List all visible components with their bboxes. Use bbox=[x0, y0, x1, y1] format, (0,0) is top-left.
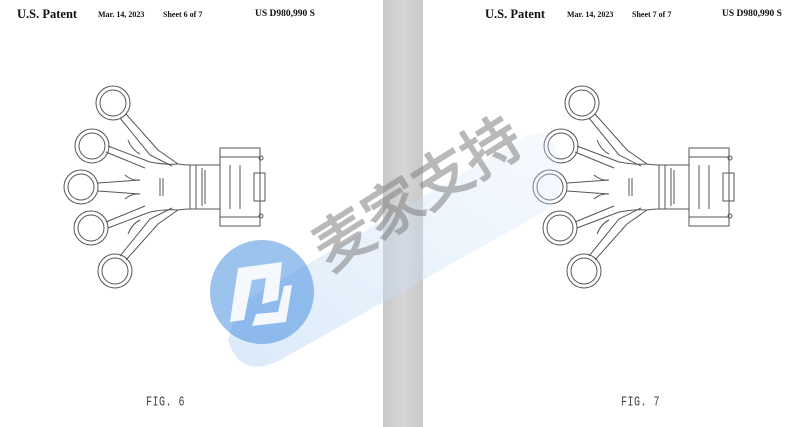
figure-label: FIG. 7 bbox=[621, 396, 661, 411]
patent-label: U.S. Patent bbox=[485, 7, 546, 21]
patent-label: U.S. Patent bbox=[17, 7, 78, 21]
patent-sheet-6: U.S. Patent Mar. 14, 2023 Sheet 6 of 7 U… bbox=[0, 0, 383, 427]
patent-number: US D980,990 S bbox=[722, 9, 782, 19]
patent-date: Mar. 14, 2023 bbox=[567, 10, 614, 19]
patent-sheet-7: U.S. Patent Mar. 14, 2023 Sheet 7 of 7 U… bbox=[423, 0, 800, 427]
sheet-number: Sheet 7 of 7 bbox=[632, 10, 672, 19]
design-drawing-fig6 bbox=[57, 83, 277, 295]
patent-number: US D980,990 S bbox=[255, 9, 315, 19]
page-gutter bbox=[383, 0, 423, 427]
patent-date: Mar. 14, 2023 bbox=[98, 10, 145, 19]
sheet-number: Sheet 6 of 7 bbox=[163, 10, 203, 19]
figure-label: FIG. 6 bbox=[146, 396, 186, 411]
design-drawing-fig7 bbox=[532, 85, 735, 289]
